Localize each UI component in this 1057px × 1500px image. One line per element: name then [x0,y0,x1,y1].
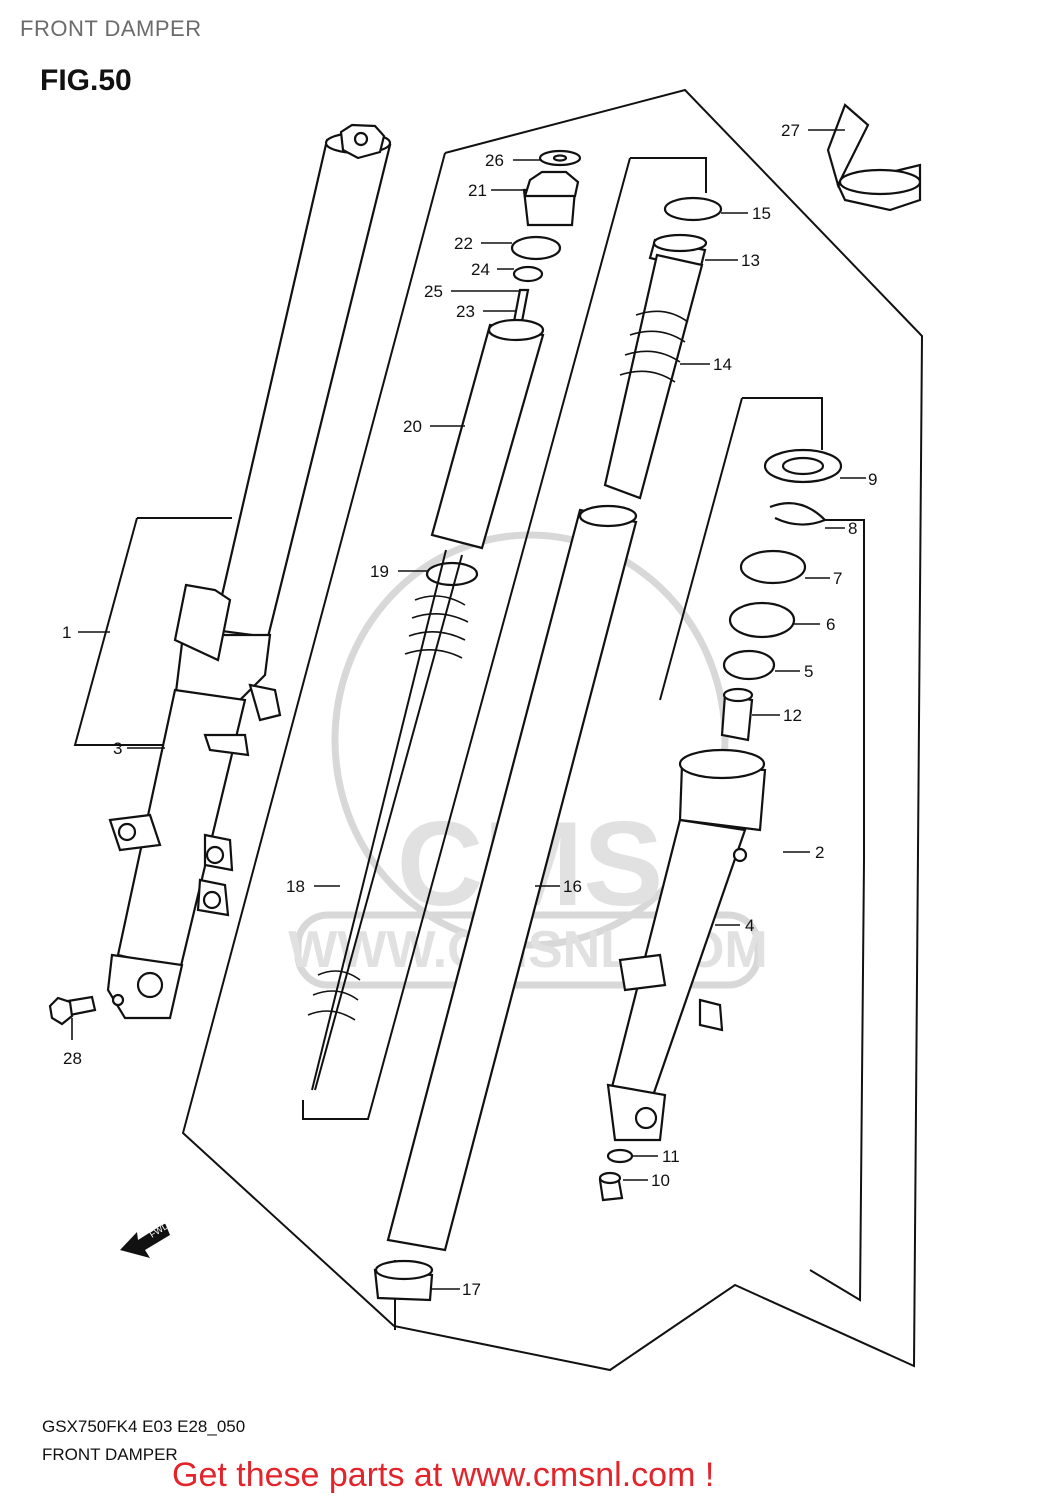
cartridge-tube [603,253,704,500]
guide-bushing-5 [722,649,776,681]
inner-outline-top [630,157,707,193]
bolt-28 [48,993,125,1026]
caliper-mount-right-a [618,953,667,992]
callout-19: 19 [370,562,389,581]
callout-6: 6 [826,615,835,634]
right-fork-assembly [598,748,767,1202]
get-parts-link[interactable]: Get these parts at www.cmsnl.com ! [172,1456,715,1494]
callout-20: 20 [403,417,422,436]
damper-rod-assembly [307,149,582,1091]
fork-guard-bracket [173,583,232,662]
spring-lower [307,970,361,1021]
piston-rod-line-a [311,549,447,1091]
o-ring-15 [663,196,723,222]
fork-guard-27 [826,103,922,212]
figure-label: FIG.50 [40,64,132,97]
callout-27: 27 [781,121,800,140]
mount-lug-b [203,733,250,757]
model-code: GSX750FK4 E03 E28_050 [42,1417,246,1436]
cartridge-assembly [603,196,723,500]
callout-21: 21 [468,181,487,200]
callout-1: 1 [62,623,71,642]
callout-2: 2 [815,843,824,862]
callout-28: 28 [63,1049,82,1068]
left-fork-assembly [106,123,392,1020]
callout-8: 8 [848,519,857,538]
page-header-title: FRONT DAMPER [20,16,202,41]
callout-23: 23 [456,302,475,321]
inner-outline-right [659,397,743,701]
o-ring-22 [510,235,562,261]
washer-11 [606,1148,634,1164]
inner-outline-left [302,157,631,1120]
callout-7: 7 [833,569,842,588]
o-ring-24 [512,265,544,283]
callout-13: 13 [741,251,760,270]
oil-seal-7 [739,549,807,585]
callout-25: 25 [424,282,443,301]
callout-9: 9 [868,470,877,489]
callout-5: 5 [804,662,813,681]
callout-15: 15 [752,204,771,223]
o-ring-19 [425,561,479,587]
snap-ring-8 [769,502,827,526]
inner-tube-right [373,504,638,1302]
callout-3: 3 [113,739,122,758]
inner-outline-right-side [809,519,865,1302]
inner-outline-right-top [742,397,823,450]
callout-labels: 1 3 27 26 21 22 24 25 23 20 19 18 15 13 … [62,121,877,1299]
callout-12: 12 [783,706,802,725]
callout-16: 16 [563,877,582,896]
callout-10: 10 [651,1171,670,1190]
spring-14 [619,310,689,383]
callout-26: 26 [485,151,504,170]
inner-tube-left [212,138,392,639]
caliper-mount-right-b [698,998,724,1032]
callout-24: 24 [471,260,490,279]
bracket-1-side [73,517,165,746]
assembly-outline [181,88,924,1372]
piston-rod-line-b [314,554,463,1091]
mount-lug-a [248,683,282,722]
callout-14: 14 [713,355,732,374]
seal-stack [720,448,843,742]
leader-lines [71,129,866,1290]
callout-11: 11 [662,1147,680,1166]
callout-4: 4 [745,916,754,935]
callout-18: 18 [286,877,305,896]
washer-6 [728,601,796,639]
footer-title: FRONT DAMPER [42,1445,178,1464]
damper-cylinder-20 [430,323,545,550]
callout-17: 17 [462,1280,481,1299]
forward-arrow: FWD [120,1220,171,1258]
spring-upper [404,595,469,659]
callout-22: 22 [454,234,473,253]
